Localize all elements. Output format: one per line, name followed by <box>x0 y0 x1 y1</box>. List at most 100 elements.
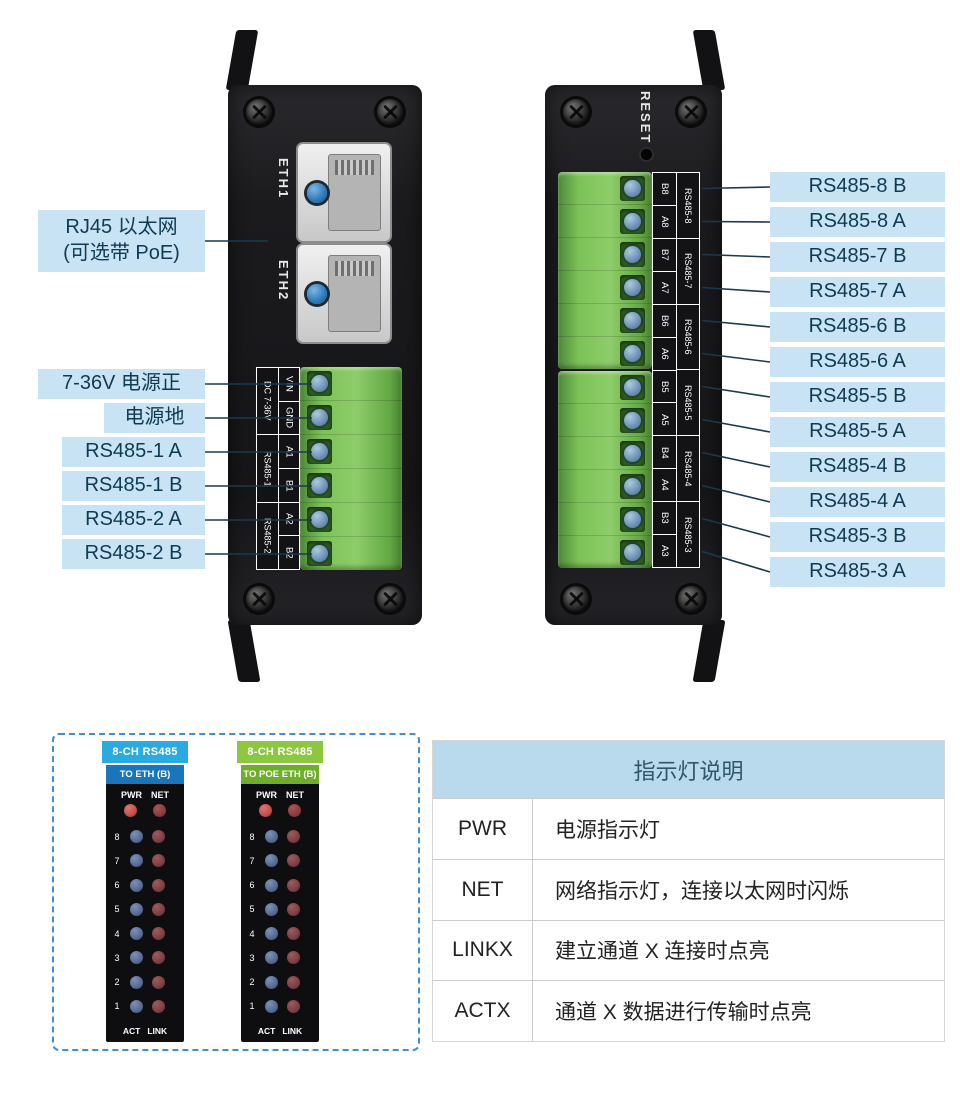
terminal-a4 <box>558 470 652 503</box>
pin-label: B5 <box>653 370 676 403</box>
pwr-label: PWR <box>121 790 142 800</box>
reset-button-hole[interactable] <box>641 149 652 160</box>
reset-label: RESET <box>638 91 653 145</box>
net-label: NET <box>286 790 304 800</box>
callout-rs485-7-b: RS485-7 B <box>770 242 945 272</box>
pin-label-strip-left: DC 7-36V RS485-1 RS485-2 VIN GND A1 B1 A… <box>256 367 300 570</box>
channel-number: 6 <box>249 880 255 891</box>
channel-number: 8 <box>249 831 255 842</box>
table-row: ACTX 通道 X 数据进行传输时点亮 <box>433 980 944 1041</box>
callout-rs485-5-a: RS485-5 A <box>770 417 945 447</box>
terminal-screw-icon <box>624 444 641 462</box>
link-led-icon <box>287 999 300 1013</box>
channel-number: 4 <box>114 928 120 939</box>
screw-icon <box>377 586 403 612</box>
callout-rs485-5-b: RS485-5 B <box>770 382 945 412</box>
act-led-icon <box>130 878 143 892</box>
terminal-screw-icon <box>624 212 641 230</box>
panel-body: PWR NET 8 7 6 5 4 3 2 1 ACT LINK <box>106 784 184 1042</box>
callout-rj45: RJ45 以太网 (可选带 PoE) <box>38 210 205 272</box>
mounting-flange <box>225 30 259 90</box>
channel-number: 1 <box>249 1001 255 1012</box>
channel-row: 7 <box>241 854 319 868</box>
link-led-icon <box>287 830 300 844</box>
channel-row: 5 <box>241 902 319 916</box>
callout-rs485-4-b: RS485-4 B <box>770 452 945 482</box>
act-led-icon <box>265 854 278 868</box>
link-led-icon <box>152 878 165 892</box>
terminal-a6 <box>558 337 652 369</box>
terminal-a5 <box>558 404 652 437</box>
callout-rs485-8-a: RS485-8 A <box>770 207 945 237</box>
pin-name-column: VIN GND A1 B1 A2 B2 <box>278 368 299 570</box>
channel-number: 2 <box>249 977 255 988</box>
row-key: PWR <box>433 799 533 859</box>
group-label-column: DC 7-36V RS485-1 RS485-2 <box>257 368 278 569</box>
link-led-icon <box>152 927 165 941</box>
act-led-icon <box>130 927 143 941</box>
row-desc: 通道 X 数据进行传输时点亮 <box>555 1001 812 1025</box>
channel-row: 1 <box>241 999 319 1013</box>
channel-number: 7 <box>249 855 255 866</box>
terminal-b4 <box>558 437 652 470</box>
net-led-icon <box>288 804 301 817</box>
terminal-block-rs485-6-8 <box>558 172 652 369</box>
link-led-icon <box>152 999 165 1013</box>
group-label: RS485-6 <box>676 304 699 370</box>
pin-label: B3 <box>653 502 676 535</box>
terminal-a3 <box>558 536 652 568</box>
callout-rs485-3-b: RS485-3 B <box>770 522 945 552</box>
row-key: NET <box>433 859 533 920</box>
link-led-icon <box>152 902 165 916</box>
act-label: ACT <box>122 1026 141 1036</box>
channel-number: 4 <box>249 928 255 939</box>
act-led-icon <box>130 975 143 989</box>
rj45-jack-opening <box>328 255 381 332</box>
panel-subtitle: TO POE ETH (B) <box>241 765 319 784</box>
channel-number: 5 <box>249 904 255 915</box>
channel-row: 5 <box>106 902 184 916</box>
act-led-icon <box>130 951 143 965</box>
row-key: ACTX <box>433 981 533 1041</box>
pin-label: B8 <box>653 173 676 205</box>
port-led-icon <box>307 182 327 203</box>
act-led-icon <box>265 951 278 965</box>
link-led-icon <box>152 951 165 965</box>
table-row: NET 网络指示灯，连接以太网时闪烁 <box>433 858 944 920</box>
callout-power-ground: 电源地 <box>104 403 205 433</box>
terminal-screw-icon <box>624 378 641 396</box>
terminal-screw-icon <box>624 344 641 362</box>
pin-label: A6 <box>653 337 676 370</box>
callout-rs485-2-a: RS485-2 A <box>62 505 205 535</box>
callout-power-positive: 7-36V 电源正 <box>38 369 205 399</box>
pin-label: B6 <box>653 304 676 337</box>
table-row: LINKX 建立通道 X 连接时点亮 <box>433 919 944 981</box>
panel-body: PWR NET 8 7 6 5 4 3 2 1 ACT LINK <box>241 784 319 1042</box>
channel-row: 2 <box>106 975 184 989</box>
link-led-icon <box>152 854 165 868</box>
mounting-flange <box>692 30 726 90</box>
channel-row: 6 <box>106 878 184 892</box>
terminal-screw-icon <box>624 311 641 329</box>
rj45-pins <box>335 160 374 175</box>
terminal-b2 <box>300 537 402 570</box>
terminal-screw-icon <box>311 477 328 494</box>
act-led-icon <box>130 902 143 916</box>
pwr-net-leds <box>241 804 319 817</box>
terminal-screw-icon <box>624 278 641 296</box>
channel-number: 3 <box>114 952 120 963</box>
callout-rs485-1-b: RS485-1 B <box>62 471 205 501</box>
pin-label: A4 <box>653 469 676 502</box>
terminal-screw-icon <box>624 543 641 561</box>
channel-number: 3 <box>249 952 255 963</box>
row-desc: 网络指示灯，连接以太网时闪烁 <box>555 879 849 903</box>
link-label: LINK <box>282 1026 303 1036</box>
terminal-b1 <box>300 469 402 503</box>
pin-label: B7 <box>653 238 676 271</box>
terminal-block-power-rs485-1-2 <box>300 367 402 570</box>
terminal-screw-icon <box>624 510 641 528</box>
callout-rs485-3-a: RS485-3 A <box>770 557 945 587</box>
terminal-a1 <box>300 435 402 469</box>
pin-label: B1 <box>278 469 299 502</box>
act-led-icon <box>265 878 278 892</box>
